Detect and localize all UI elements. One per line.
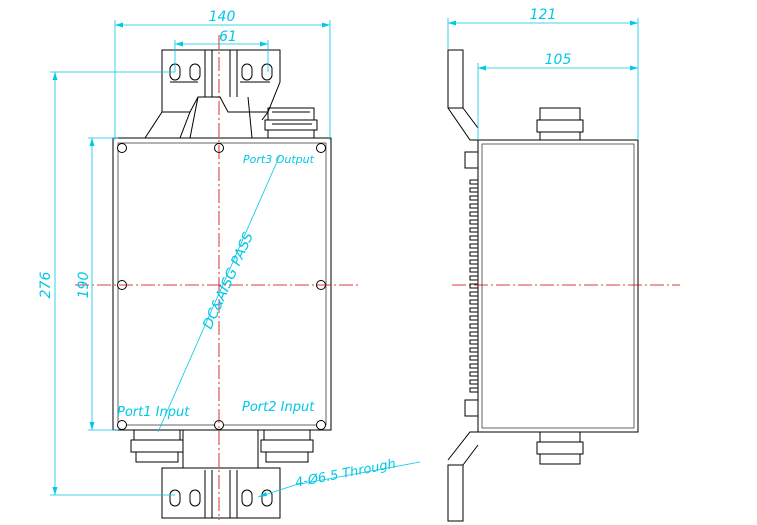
dim-overall-height: 276 <box>38 272 54 299</box>
dimension-arrows <box>52 20 638 497</box>
device-body <box>112 137 332 431</box>
center-lines <box>75 35 680 520</box>
mount-hole-icon <box>241 63 253 81</box>
screw-icon <box>316 420 326 430</box>
port3-label: Port3 Output <box>243 153 315 166</box>
mount-hole-icon <box>189 63 201 81</box>
dim-overall-width: 140 <box>209 9 236 25</box>
mount-hole-icon <box>169 489 181 507</box>
top-bracket <box>144 49 281 139</box>
bottom-bracket <box>161 430 281 519</box>
port2-label: Port2 Input <box>242 400 315 415</box>
port2-connector <box>260 429 314 463</box>
fin-profile <box>469 179 478 393</box>
mount-hole-icon <box>241 489 253 507</box>
screws <box>117 143 326 430</box>
mount-hole-icon <box>189 489 201 507</box>
port3-connector <box>264 107 318 139</box>
side-view <box>447 49 639 522</box>
pass-label: DC&AISG PASS <box>200 230 257 332</box>
port1-label: Port1 Input <box>117 405 190 420</box>
heatsink-fins <box>469 179 478 393</box>
screw-icon <box>316 143 326 153</box>
holes-label: 4-Ø6.5 Through <box>294 457 397 491</box>
port1-connector <box>130 429 184 463</box>
side-body <box>477 139 639 433</box>
dim-body-height: 190 <box>76 272 92 299</box>
dimension-lines <box>50 18 639 498</box>
screw-icon <box>117 420 127 430</box>
dim-side-total-depth: 121 <box>530 7 557 23</box>
dim-hole-spacing: 61 <box>219 29 237 45</box>
screw-icon <box>117 143 127 153</box>
mount-hole-icon <box>261 63 273 81</box>
mount-hole-icon <box>261 489 273 507</box>
front-view <box>112 49 332 519</box>
dim-side-body-depth: 105 <box>545 52 572 68</box>
